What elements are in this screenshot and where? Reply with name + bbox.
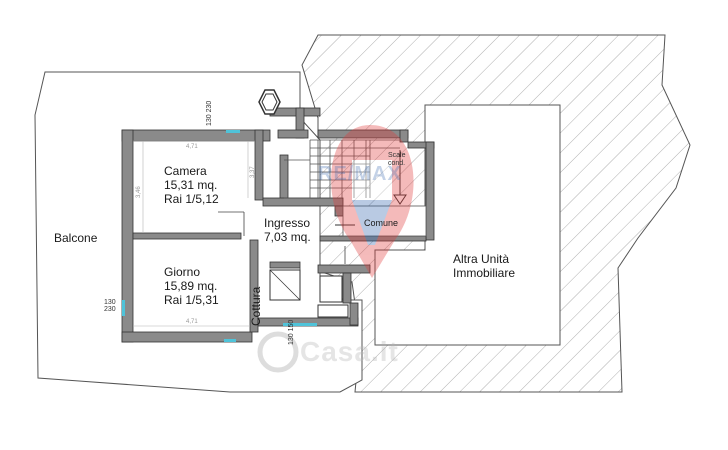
altra-line2: Immobiliare	[453, 265, 516, 280]
remax-logo-watermark	[331, 125, 414, 278]
staircase	[284, 139, 400, 199]
ingresso-name: Ingresso	[264, 216, 311, 230]
windows	[122, 130, 317, 342]
label-balcone: Balcone	[54, 231, 98, 245]
camera-ratio: Rai 1/5,12	[164, 191, 219, 206]
neighbor-unit-interior	[374, 104, 561, 346]
label-comune: Comune	[364, 218, 399, 228]
label-camera: Camera 15,31 mq. Rai 1/5,12	[164, 164, 219, 206]
dim-window-top: 130 230	[206, 101, 214, 126]
dim-giorno-width: 4,71	[186, 319, 198, 325]
casa-watermark-text: Casa.it	[300, 336, 399, 367]
scale-line1: Scale	[388, 152, 406, 159]
common-area-box	[342, 205, 427, 237]
walls	[121, 107, 435, 343]
label-giorno: Giorno 15,89 mq. Rai 1/5,31	[164, 265, 219, 307]
stair-arrow-icon	[393, 150, 407, 205]
scale-line2: cond.	[388, 160, 406, 168]
ingresso-area: 7,03 mq.	[264, 229, 311, 244]
dim-window-top-a: 130	[206, 114, 213, 126]
label-cottura: Cottura	[249, 286, 263, 326]
dim-window-left: 130 230	[104, 299, 116, 313]
toilet	[319, 275, 343, 303]
dim-window-left-a: 130	[104, 299, 116, 306]
dim-window-bottom-b: 150	[288, 319, 295, 332]
label-ingresso: Ingresso 7,03 mq.	[264, 216, 311, 245]
casa-logo-watermark	[257, 331, 299, 373]
camera-name: Camera	[164, 164, 207, 178]
dimension-lines	[133, 140, 255, 327]
label-altra-unita: Altra Unità Immobiliare	[453, 252, 516, 281]
vent-hexagon	[258, 89, 281, 115]
label-scale: Scale cond.	[388, 152, 406, 168]
camera-area: 15,31 mq.	[164, 177, 218, 192]
giorno-ratio: Rai 1/5,31	[164, 292, 219, 307]
dim-window-bottom: 130 150	[288, 320, 296, 345]
giorno-area: 15,89 mq.	[164, 278, 218, 293]
giorno-name: Giorno	[164, 265, 201, 279]
dim-window-bottom-a: 130	[288, 333, 295, 345]
dim-window-top-b: 230	[206, 100, 213, 113]
dim-ingresso-height: 3,37	[250, 166, 256, 178]
altra-line1: Altra Unità	[453, 252, 510, 266]
dim-camera-height: 3,46	[136, 186, 142, 198]
dim-camera-width: 4,71	[186, 144, 198, 150]
sink	[317, 304, 349, 318]
remax-watermark-text: RE/MAX	[318, 163, 402, 185]
dim-window-left-b: 230	[104, 306, 116, 313]
